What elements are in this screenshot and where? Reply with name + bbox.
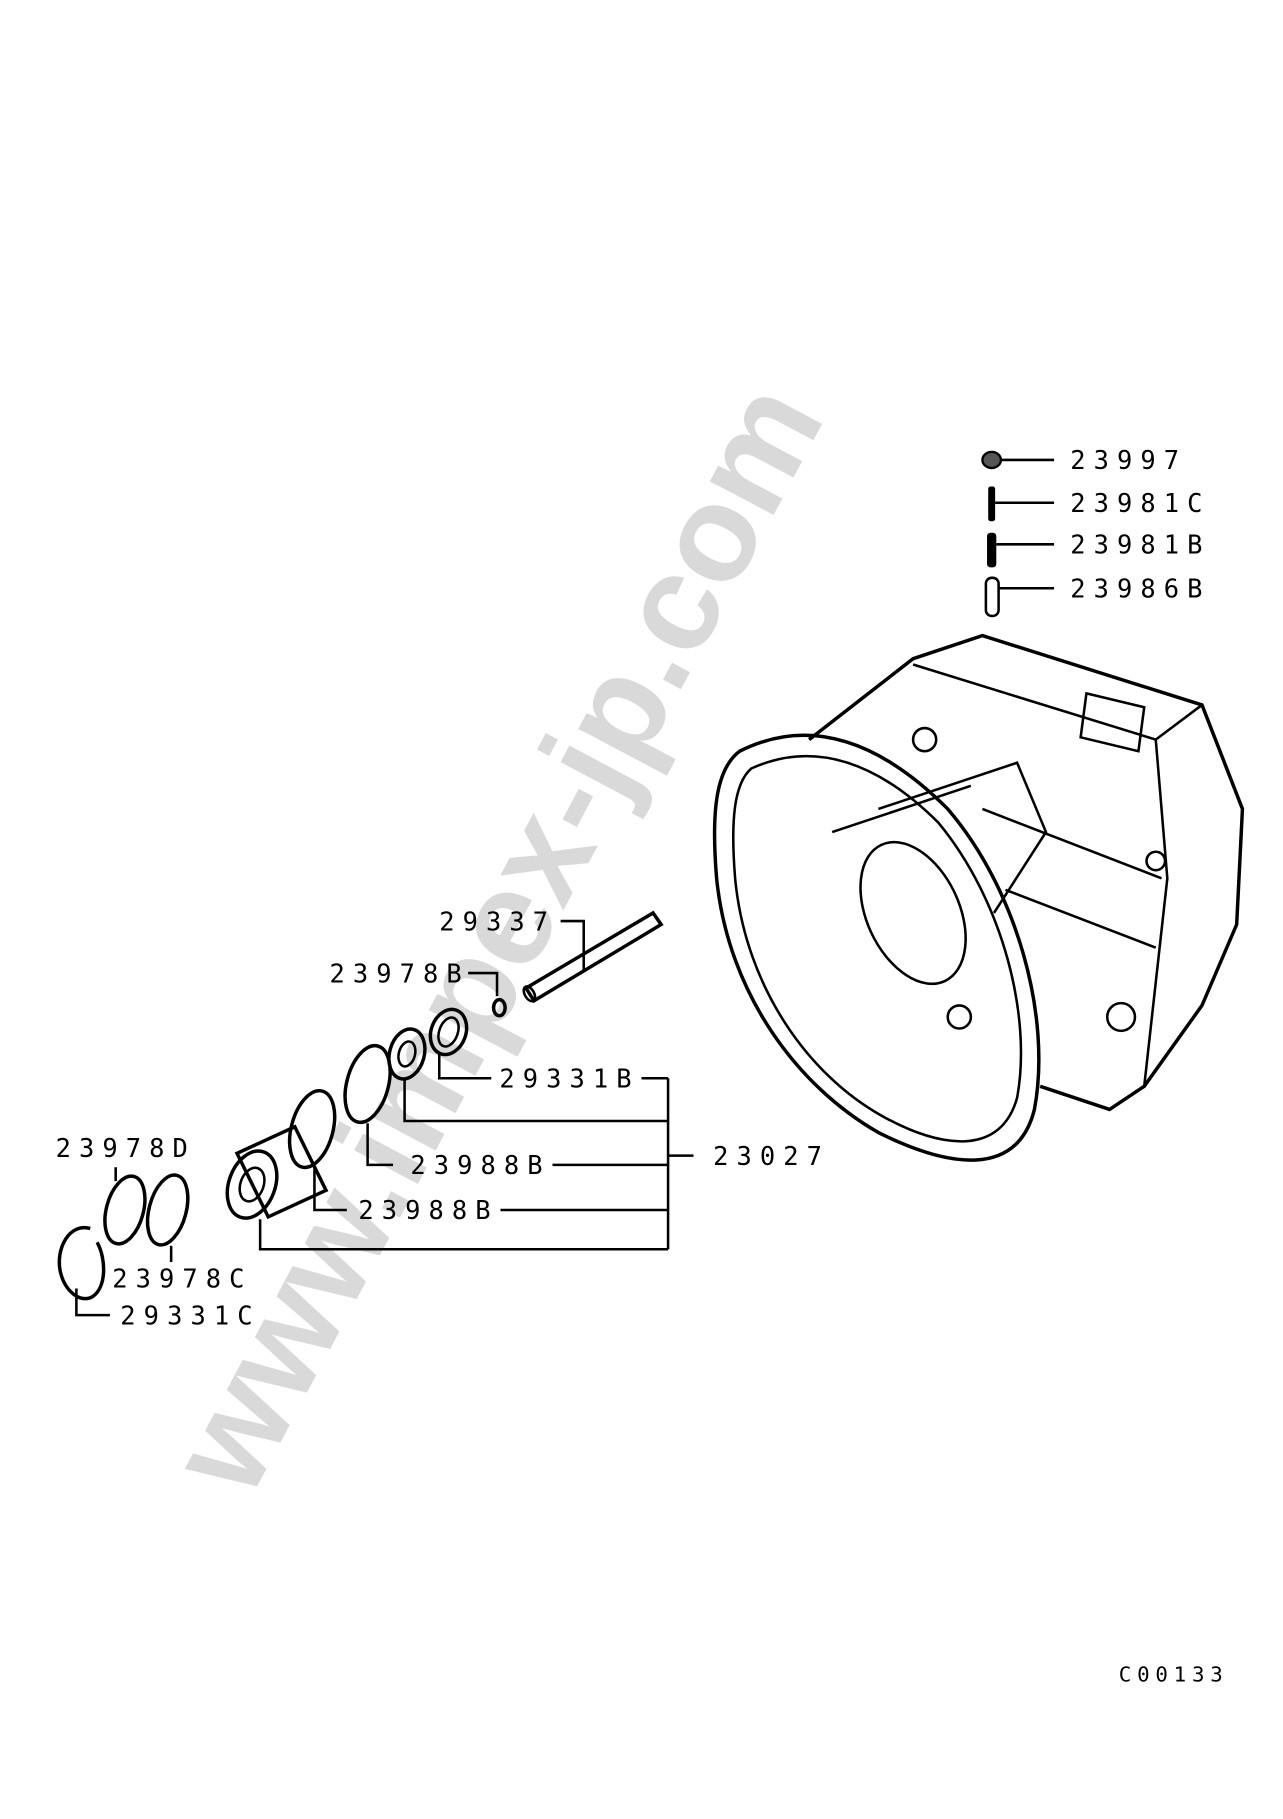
label-23981B[interactable]: 23981B — [1070, 530, 1210, 560]
part-sleeve — [225, 1124, 669, 1251]
watermark: www.impex-jp.com — [140, 359, 852, 1517]
transmission-housing — [712, 633, 1245, 1162]
part-bearing — [387, 1027, 669, 1123]
part-23978D: 23978D — [56, 1133, 196, 1246]
part-23997: 23997 — [981, 445, 1187, 475]
label-23988B-upper[interactable]: 23988B — [410, 1150, 550, 1180]
label-23981C[interactable]: 23981C — [1070, 488, 1210, 518]
part-23027-bracket: 23027 — [666, 1078, 830, 1250]
label-23997[interactable]: 23997 — [1070, 445, 1187, 475]
label-23978C[interactable]: 23978C — [112, 1263, 252, 1293]
label-23027[interactable]: 23027 — [713, 1141, 830, 1171]
label-29331C[interactable]: 29331C — [120, 1300, 260, 1330]
part-29331B: 29331B — [428, 1007, 669, 1093]
part-29331C: 29331C — [57, 1225, 260, 1330]
label-29337[interactable]: 29337 — [439, 906, 556, 936]
part-23988B-lower: 23988B — [287, 1089, 669, 1225]
label-23986B[interactable]: 23986B — [1070, 573, 1210, 603]
part-29337: 29337 — [439, 906, 664, 1004]
label-23978D[interactable]: 23978D — [56, 1133, 196, 1163]
drawing-code: C00133 — [1119, 1662, 1229, 1686]
part-23978B: 23978B — [329, 958, 507, 1018]
label-29331B[interactable]: 29331B — [499, 1063, 639, 1093]
label-23988B-lower[interactable]: 23988B — [358, 1195, 498, 1225]
part-23988B-upper: 23988B — [343, 1043, 669, 1180]
part-23981C: 23981C — [988, 486, 1210, 522]
label-23978B[interactable]: 23978B — [329, 958, 469, 988]
part-23981B: 23981B — [987, 530, 1210, 568]
part-23986B: 23986B — [984, 573, 1210, 618]
part-23978C: 23978C — [112, 1173, 252, 1293]
